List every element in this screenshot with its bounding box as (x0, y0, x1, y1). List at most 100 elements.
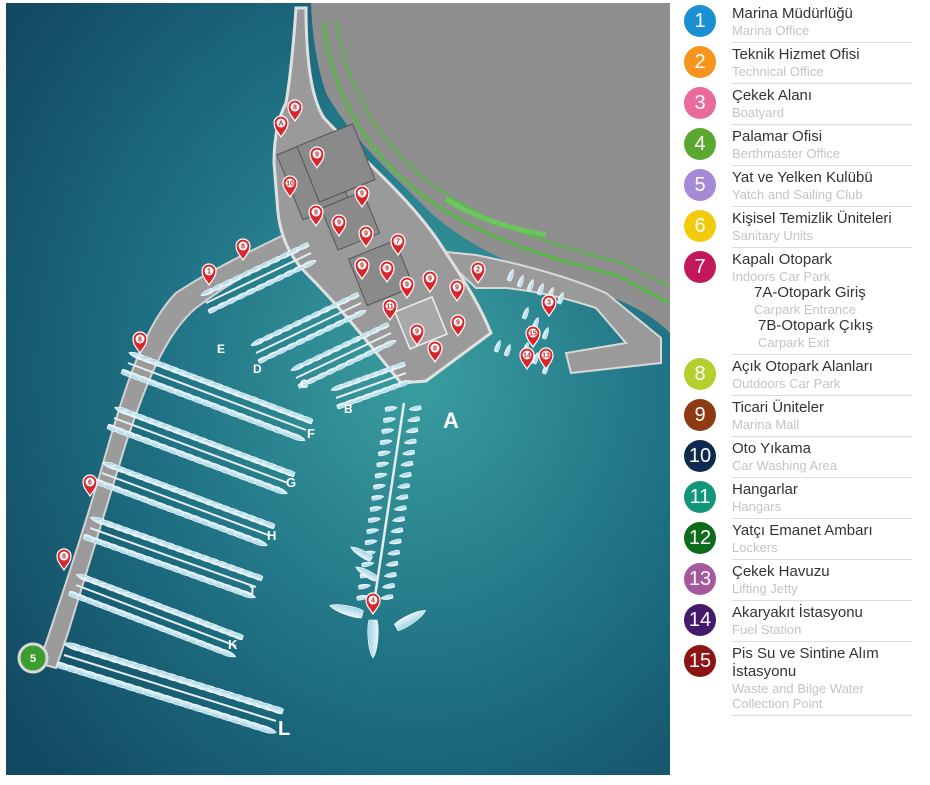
legend-number-badge: 11 (684, 481, 716, 513)
boat (305, 332, 319, 341)
boat (391, 361, 406, 370)
map-pin-9[interactable]: 9 (354, 257, 370, 281)
map-pin-9[interactable]: 9 (358, 225, 374, 249)
boat (314, 328, 329, 337)
map-pin-number: 7 (396, 239, 400, 246)
legend-subtitle: Hangars (732, 499, 782, 514)
map-pin-center (276, 118, 286, 128)
boat (283, 269, 298, 278)
map-pin-number: 9 (364, 231, 368, 238)
boat (374, 472, 388, 479)
map-pin-6[interactable]: 6 (82, 474, 98, 498)
map-pin-9[interactable]: 9 (354, 185, 370, 209)
boat (335, 362, 349, 371)
map-pin-4[interactable]: 4 (365, 592, 381, 616)
map-pin-a[interactable]: A (273, 115, 289, 139)
map-pin-13[interactable]: 13 (538, 347, 554, 371)
boat (345, 292, 360, 301)
boat (400, 461, 414, 467)
map-pin-15[interactable]: 15 (525, 325, 541, 349)
legend-title: Marina Müdürlüğü (732, 5, 853, 22)
boat (303, 260, 317, 269)
map-pin-center (357, 260, 367, 270)
map-pin-14[interactable]: 14 (519, 347, 535, 371)
map-pin-number: 1 (207, 269, 211, 276)
map-pin-9[interactable]: 9 (379, 260, 395, 284)
map-pin-8[interactable]: 8 (287, 99, 303, 123)
map-pin-center (522, 350, 532, 360)
map-pin-number: 3 (547, 300, 551, 307)
map-pin-11[interactable]: 11 (382, 298, 398, 322)
map-pin-9[interactable]: 9 (422, 270, 438, 294)
pier-label-f: F (307, 426, 315, 441)
map-pin-8[interactable]: 8 (132, 331, 148, 355)
boat (369, 506, 383, 512)
boat (507, 268, 514, 282)
boat (364, 349, 378, 358)
map-pin-center (473, 264, 483, 274)
pier-label-a: A (443, 408, 459, 433)
map-pin-8[interactable]: 8 (427, 340, 443, 364)
boat (295, 337, 310, 346)
legend-number-badge: 14 (684, 604, 716, 636)
legend-subtitle: Fuel Station (732, 622, 802, 637)
map-pin-9[interactable]: 9 (450, 314, 466, 338)
legend-subtitle: Outdoors Car Park (732, 376, 841, 391)
map-pin-8[interactable]: 8 (235, 238, 251, 262)
map-pin-number: 14 (523, 353, 531, 360)
boat (557, 291, 564, 305)
map-pin-1[interactable]: 1 (201, 263, 217, 287)
legend-subtitle: Marina Mall (732, 417, 800, 432)
boat (236, 291, 250, 300)
boat (397, 380, 412, 388)
map-pin-9[interactable]: 9 (331, 214, 347, 238)
legend-number-badge: 3 (684, 87, 716, 119)
map-pin-9[interactable]: 9 (449, 279, 465, 303)
pier-k (75, 584, 237, 647)
boats-layer (56, 242, 564, 734)
legend-number-badge: 2 (684, 46, 716, 78)
map-pin-7[interactable]: 7 (390, 233, 406, 257)
map-pin-8[interactable]: 8 (56, 548, 72, 572)
map-pin-number: 11 (386, 304, 394, 311)
boat (350, 546, 374, 562)
legend-subtitle: Berthmaster Office (732, 146, 841, 161)
map-pin-10[interactable]: 10 (282, 175, 298, 199)
boat (353, 310, 367, 319)
map-pin-number: 8 (138, 337, 142, 344)
boat (293, 264, 307, 273)
boat (392, 516, 406, 523)
boat (255, 282, 269, 291)
map-pin-9[interactable]: 9 (409, 323, 425, 347)
boat (361, 561, 375, 568)
boat (403, 438, 417, 445)
map-pin-9[interactable]: 9 (399, 276, 415, 300)
pier-g (113, 417, 289, 484)
sailing-club-badge[interactable]: 5 (17, 642, 49, 674)
map-pin-number: 9 (405, 282, 409, 289)
boat (517, 274, 524, 288)
map-pin-3[interactable]: 3 (541, 294, 557, 318)
map-pin-9[interactable]: 9 (308, 204, 324, 228)
boat (329, 604, 364, 619)
map-pin-2[interactable]: 2 (470, 261, 486, 285)
boat (397, 483, 411, 489)
map-pin-9[interactable]: 9 (309, 146, 325, 170)
boat (382, 417, 396, 423)
